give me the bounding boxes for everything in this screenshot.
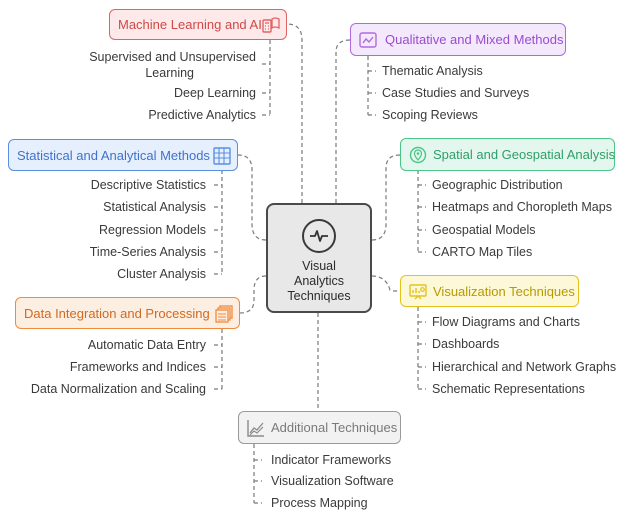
list-item: Automatic Data Entry (87, 338, 206, 352)
branch-title: Visualization Techniques (433, 283, 575, 299)
central-topic-node: Visual Analytics Techniques (266, 203, 372, 313)
presentation-board-icon (409, 283, 427, 301)
branch-statistical-methods: Statistical and Analytical Methods (8, 139, 238, 171)
list-item: CARTO Map Tiles (432, 245, 533, 259)
list-item: Visualization Software (271, 474, 394, 488)
connector-viz (371, 275, 400, 292)
list-item: Time-Series Analysis (89, 245, 206, 259)
list-item: Regression Models (99, 223, 206, 237)
branch-title: Qualitative and Mixed Methods (385, 32, 564, 47)
connector-spatial (371, 154, 401, 241)
list-item: Learning (145, 66, 194, 80)
list-item: Hierarchical and Network Graphs (432, 360, 617, 374)
connector-stat (237, 154, 267, 241)
calculator-book-icon (262, 16, 280, 34)
branch-machine-learning: Machine Learning and AI (109, 9, 287, 40)
connector-qual (335, 39, 351, 203)
branch-additional-techniques: Additional Techniques (238, 411, 401, 444)
list-item: Deep Learning (173, 86, 256, 100)
list-item: Case Studies and Surveys (382, 86, 530, 100)
central-topic-label: Visual Analytics Techniques (287, 259, 351, 303)
connector-ml (286, 23, 303, 203)
branch-title: Machine Learning and AI (118, 17, 262, 32)
grid-table-icon (213, 147, 231, 165)
list-item: Geographic Distribution (432, 178, 563, 192)
connector-data (239, 275, 267, 314)
list-item: Process Mapping (271, 496, 368, 510)
branch-title: Spatial and Geospatial Analysis (433, 147, 616, 162)
branch-qualitative-methods: Qualitative and Mixed Methods (350, 23, 566, 56)
list-item: Thematic Analysis (382, 64, 483, 78)
list-item: Data Normalization and Scaling (30, 382, 206, 396)
line-chart-icon (302, 219, 336, 253)
branch-title: Data Integration and Processing (24, 305, 210, 321)
list-item: Scoping Reviews (382, 108, 478, 122)
branch-visualization-techniques: Visualization Techniques (400, 275, 579, 307)
list-item: Flow Diagrams and Charts (432, 315, 580, 329)
line-chart-icon (359, 31, 377, 49)
list-item: Cluster Analysis (117, 267, 206, 281)
list-item: Geospatial Models (432, 223, 536, 237)
branch-title: Statistical and Analytical Methods (17, 147, 210, 163)
area-chart-icon (247, 419, 265, 437)
list-item: Descriptive Statistics (90, 178, 206, 192)
list-item: Heatmaps and Choropleth Maps (432, 200, 612, 214)
list-item: Dashboards (432, 337, 500, 351)
branch-spatial-analysis: Spatial and Geospatial Analysis (400, 138, 615, 171)
list-item: Statistical Analysis (103, 200, 206, 214)
list-item: Schematic Representations (432, 382, 585, 396)
branch-data-integration: Data Integration and Processing (15, 297, 240, 329)
map-pin-icon (409, 146, 427, 164)
list-item: Supervised and Unsupervised (89, 50, 256, 64)
list-item: Indicator Frameworks (271, 453, 392, 467)
stacked-layers-icon (215, 305, 233, 323)
list-item: Predictive Analytics (148, 108, 256, 122)
list-item: Frameworks and Indices (69, 360, 206, 374)
branch-title: Additional Techniques (271, 420, 398, 435)
